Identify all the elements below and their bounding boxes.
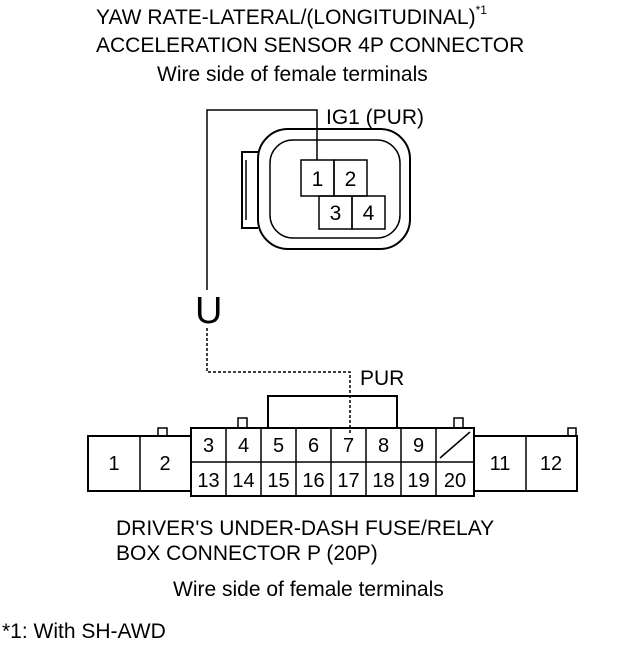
fusebox-wire-label: PUR <box>360 367 404 390</box>
fusebox-pin-9: 9 <box>413 435 424 457</box>
fusebox-pin-17: 17 <box>337 470 359 492</box>
fusebox-pin-6: 6 <box>308 435 319 457</box>
fusebox-connector-subtitle: Wire side of female terminals <box>173 578 444 601</box>
ig1-wire-lower <box>206 328 351 433</box>
footnote: *1: With SH-AWD <box>2 620 166 643</box>
fusebox-nub-far-left <box>157 427 168 437</box>
ig1-wire-label: IG1 (PUR) <box>326 106 424 129</box>
fusebox-nub-far-right <box>567 427 577 437</box>
fusebox-pin-2: 2 <box>159 453 170 475</box>
sensor-pin-4: 4 <box>363 202 375 225</box>
fusebox-pin-7: 7 <box>343 435 354 457</box>
fusebox-pin-13: 13 <box>197 470 219 492</box>
fusebox-pin-1: 1 <box>108 453 119 475</box>
fusebox-connector-title: DRIVER'S UNDER-DASH FUSE/RELAY <box>116 517 495 540</box>
fusebox-top-dividers <box>225 428 437 462</box>
meter-symbol-icon: U <box>195 290 222 332</box>
fusebox-pin-18: 18 <box>372 470 394 492</box>
fusebox-pin-3: 3 <box>203 435 214 457</box>
footnote-marker: *1 <box>475 3 487 17</box>
sensor-connector-title: YAW RATE-LATERAL/(LONGITUDINAL)*1 <box>96 3 487 29</box>
sensor-connector-body <box>257 128 411 250</box>
fusebox-pin-5: 5 <box>273 435 284 457</box>
fusebox-pin-15: 15 <box>267 470 289 492</box>
fusebox-pin-16: 16 <box>302 470 324 492</box>
sensor-connector-title-line2: ACCELERATION SENSOR 4P CONNECTOR <box>96 34 525 57</box>
fusebox-lock-tab <box>267 395 398 428</box>
fusebox-pin-4: 4 <box>238 435 249 457</box>
empty-cavity-slash <box>439 431 471 459</box>
fusebox-pin-11: 11 <box>490 453 511 475</box>
sensor-pin-1: 1 <box>312 168 324 191</box>
fusebox-pin-20: 20 <box>444 470 466 492</box>
sensor-connector-subtitle: Wire side of female terminals <box>157 63 428 86</box>
fusebox-nub-left <box>237 417 248 429</box>
sensor-pin-cell-4 <box>351 195 386 230</box>
sensor-pin-2: 2 <box>345 168 357 191</box>
fusebox-bottom-dividers <box>225 462 437 496</box>
fusebox-pin-12: 12 <box>540 453 562 475</box>
fusebox-nub-right <box>453 417 464 429</box>
fusebox-pin-14: 14 <box>232 470 254 492</box>
sensor-pin-3: 3 <box>330 202 342 225</box>
fusebox-connector-title-line2: BOX CONNECTOR P (20P) <box>116 542 378 565</box>
ig1-wire-upper <box>206 109 318 290</box>
fusebox-pin-19: 19 <box>407 470 429 492</box>
fusebox-pin-8: 8 <box>378 435 389 457</box>
sensor-title-line1: YAW RATE-LATERAL/(LONGITUDINAL) <box>96 6 476 29</box>
sensor-connector-inner <box>269 139 401 239</box>
sensor-connector-latch <box>241 151 258 229</box>
